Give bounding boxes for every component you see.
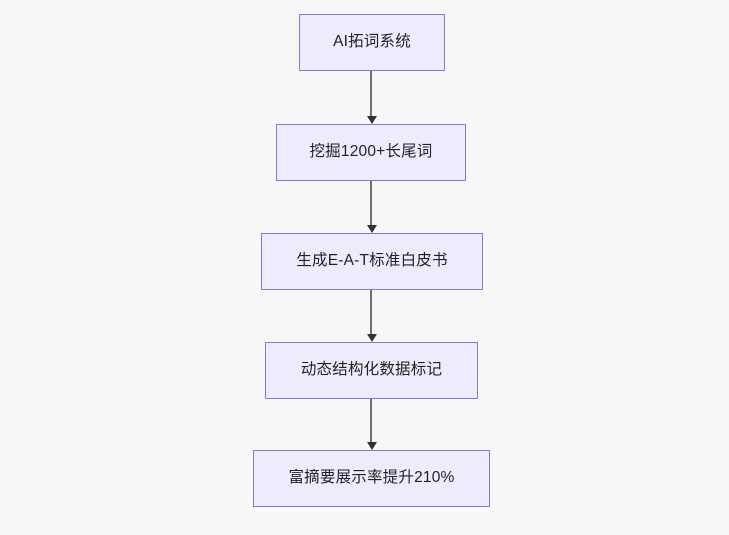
flow-node-label: AI拓词系统 <box>333 33 411 51</box>
edge-line <box>370 399 372 442</box>
flow-node-label: 富摘要展示率提升210% <box>288 469 455 487</box>
flow-node-label: 动态结构化数据标记 <box>300 361 443 379</box>
flow-node-label: 生成E-A-T标准白皮书 <box>296 252 448 270</box>
flow-node-ai-keyword-system[interactable]: AI拓词系统 <box>299 14 445 71</box>
arrowhead-icon <box>367 116 377 124</box>
flow-node-label: 挖掘1200+长尾词 <box>309 143 433 161</box>
edge-line <box>370 181 372 225</box>
flow-node-dynamic-structured-data-markup[interactable]: 动态结构化数据标记 <box>265 342 478 399</box>
arrowhead-icon <box>367 442 377 450</box>
flow-node-generate-eat-whitepaper[interactable]: 生成E-A-T标准白皮书 <box>261 233 483 290</box>
edge-line <box>370 71 372 116</box>
flow-node-mine-longtail-keywords[interactable]: 挖掘1200+长尾词 <box>276 124 466 181</box>
arrowhead-icon <box>367 334 377 342</box>
arrowhead-icon <box>367 225 377 233</box>
edge-line <box>370 290 372 334</box>
flow-node-rich-snippet-impression-uplift[interactable]: 富摘要展示率提升210% <box>253 450 490 507</box>
